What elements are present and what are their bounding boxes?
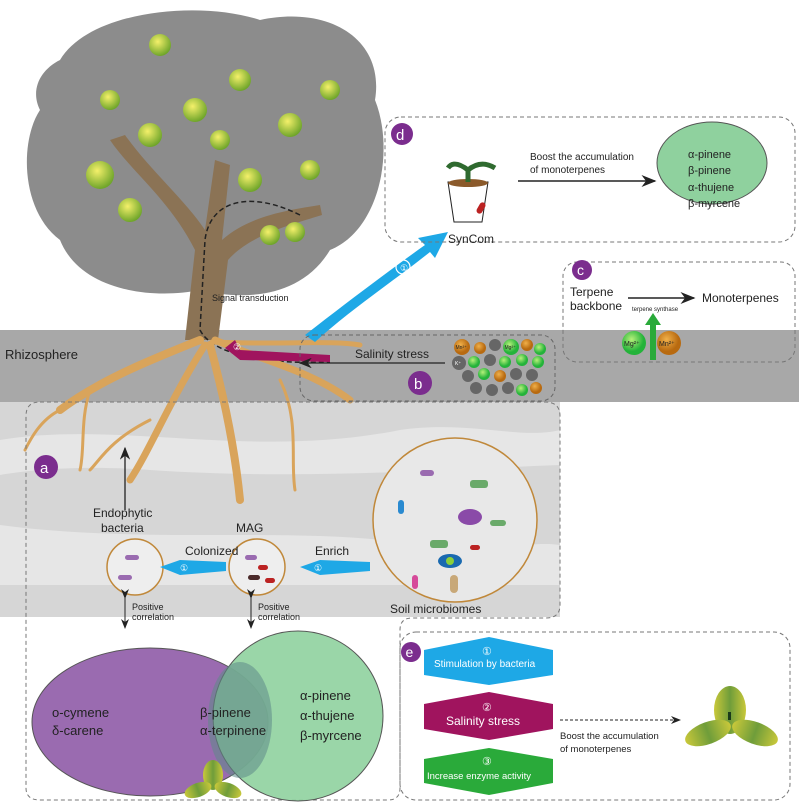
compound: α-thujene xyxy=(688,182,734,194)
step-badge: ① xyxy=(314,563,322,573)
terpene-line1: Terpene xyxy=(570,285,614,299)
panel-b-label: b xyxy=(414,376,422,393)
step-salinity: ② Salinity stress xyxy=(424,692,553,740)
endophytic-line2: bacteria xyxy=(101,521,144,535)
step-number: ③ xyxy=(482,756,492,768)
ion-label-mg: Mg²⁺ xyxy=(505,345,517,351)
ion-label-mn: Mn²⁺ xyxy=(456,345,468,351)
step-label: Salinity stress xyxy=(446,714,520,728)
signal-transduction-label: Signal transduction xyxy=(212,293,289,303)
panel-e xyxy=(399,631,791,801)
mag-label: MAG xyxy=(236,521,263,535)
panel-a-label: a xyxy=(40,460,49,477)
rhizosphere-label: Rhizosphere xyxy=(5,347,78,362)
compound: β-pinene xyxy=(688,165,731,177)
ion-label-k: K⁺ xyxy=(455,361,461,367)
salinity-arrow xyxy=(225,340,330,362)
step-stimulation: ① Stimulation by bacteria xyxy=(424,637,553,685)
step-number: ① xyxy=(482,646,492,658)
venn-left-item: o-cymene xyxy=(52,705,109,720)
mn-ion-icon xyxy=(454,339,470,355)
positive-line2: correlation xyxy=(258,612,300,622)
panel-c-badge xyxy=(572,260,592,280)
tree-trunk xyxy=(110,135,322,340)
soil-microbiome-circle xyxy=(372,437,538,603)
leaf-icon xyxy=(184,760,242,799)
venn-middle-item: β-pinene xyxy=(200,705,251,720)
boost-line2: of monoterpenes xyxy=(530,165,605,176)
bacteria-icons xyxy=(118,470,506,593)
panel-c xyxy=(562,261,796,363)
colonized-arrow xyxy=(160,560,226,575)
colonized-label: Colonized xyxy=(185,544,238,558)
positive-line1: Positive xyxy=(132,602,164,612)
fruits xyxy=(86,34,340,245)
mg-ion-icon xyxy=(503,339,519,355)
compound: β-myrcene xyxy=(688,198,740,210)
increase-arrow xyxy=(645,313,661,360)
rhizosphere-band xyxy=(560,360,799,402)
step-badge xyxy=(395,259,411,275)
step-badge-text: ① xyxy=(400,263,408,273)
mn-ion-icon xyxy=(657,331,681,355)
compounds-ellipse xyxy=(656,121,768,205)
step-badge: ① xyxy=(180,563,188,573)
k-ion-icon xyxy=(452,356,466,370)
venn-intersection xyxy=(208,662,272,778)
enzyme-label: terpene synthase xyxy=(632,307,679,313)
venn-left-item: δ-carene xyxy=(52,723,103,738)
terpene-line2: backbone xyxy=(570,299,622,313)
mg-label: Mg²⁺ xyxy=(624,341,640,348)
roots xyxy=(23,336,363,504)
panel-e-badge xyxy=(401,642,421,662)
boost-line1: Boost the accumulation xyxy=(530,152,634,163)
boost-e-line2: of monoterpenes xyxy=(560,744,632,755)
venn-right-item: β-myrcene xyxy=(300,728,362,743)
positive-line2: correlation xyxy=(132,612,174,622)
panel-d-label: d xyxy=(396,127,404,144)
mn-label: Mn²⁺ xyxy=(659,341,675,348)
monoterpenes-label: Monoterpenes xyxy=(702,291,779,305)
step-enzyme: ③ Increase enzyme activity xyxy=(424,748,553,795)
panel-c-label: c xyxy=(577,262,584,278)
panel-d xyxy=(384,116,796,243)
step-badge: ② xyxy=(233,342,241,352)
mg-ion-icon xyxy=(622,331,646,355)
endophytic-line1: Endophytic xyxy=(93,506,152,520)
syncom-pot-icon xyxy=(445,161,497,223)
salinity-label: Salinity stress xyxy=(355,347,429,361)
leaf-icon xyxy=(685,686,778,747)
panel-e-label: e xyxy=(406,644,414,660)
enrich-label: Enrich xyxy=(315,544,349,558)
venn-right-item: α-thujene xyxy=(300,708,355,723)
panel-a xyxy=(25,401,561,801)
venn-right-item: α-pinene xyxy=(300,688,351,703)
step-label: Increase enzyme activity xyxy=(427,771,531,782)
syncom-label: SynCom xyxy=(448,232,494,246)
panel-a-badge xyxy=(34,455,58,479)
panel-d-badge xyxy=(391,123,413,145)
soil-microbiomes-label: Soil microbiomes xyxy=(390,602,481,616)
compound: α-pinene xyxy=(688,149,731,161)
boost-e-line1: Boost the accumulation xyxy=(560,731,659,742)
step-label: Stimulation by bacteria xyxy=(434,659,536,670)
panel-b-badge xyxy=(408,371,432,395)
enrich-arrow xyxy=(300,560,370,575)
salt-ions-icon xyxy=(462,339,546,396)
stimulation-arrow xyxy=(305,232,448,342)
endophytic-circle xyxy=(106,538,164,596)
positive-line1: Positive xyxy=(258,602,290,612)
step-number: ② xyxy=(482,702,492,714)
venn-middle-item: α-terpinene xyxy=(200,723,266,738)
